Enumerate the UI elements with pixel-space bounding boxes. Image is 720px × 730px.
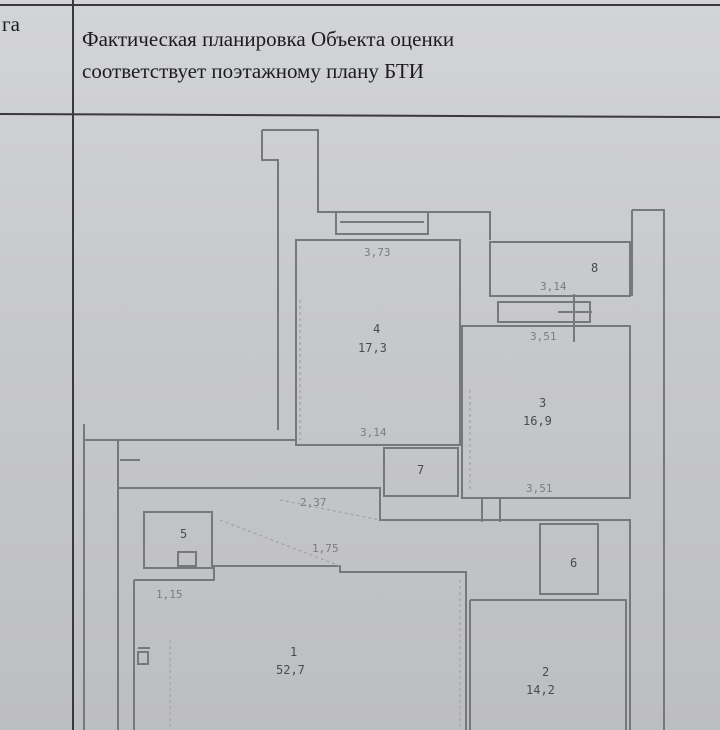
room-4-area: 17,3 [358, 341, 387, 355]
room-5-number: 5 [180, 527, 187, 541]
dimension-label: 3,14 [540, 280, 567, 293]
room-6-number: 6 [570, 556, 577, 570]
dimension-label: 1,75 [312, 542, 339, 555]
room-3-area: 16,9 [523, 414, 552, 428]
room-2-area: 14,2 [526, 683, 555, 697]
dimension-label: 3,73 [364, 246, 391, 259]
dimension-label: 2,37 [300, 496, 327, 509]
dimension-label: 3,51 [530, 330, 557, 343]
dimension-label: 3,51 [526, 482, 553, 495]
room-1-area: 52,7 [276, 663, 305, 677]
dimension-label: 3,14 [360, 426, 387, 439]
room-4-number: 4 [373, 322, 380, 336]
room-7-number: 7 [417, 463, 424, 477]
room-1-number: 1 [290, 645, 297, 659]
table-column-divider [72, 0, 74, 730]
room-3-number: 3 [539, 396, 546, 410]
heading-line-2: соответствует поэтажному плану БТИ [82, 59, 424, 83]
room-8-number: 8 [591, 261, 598, 275]
room-2-number: 2 [542, 665, 549, 679]
dimension-label: 1,15 [156, 588, 183, 601]
left-cell-text: га [2, 12, 20, 36]
table-top-border [0, 4, 720, 6]
heading-line-1: Фактическая планировка Объекта оценки [82, 27, 455, 51]
